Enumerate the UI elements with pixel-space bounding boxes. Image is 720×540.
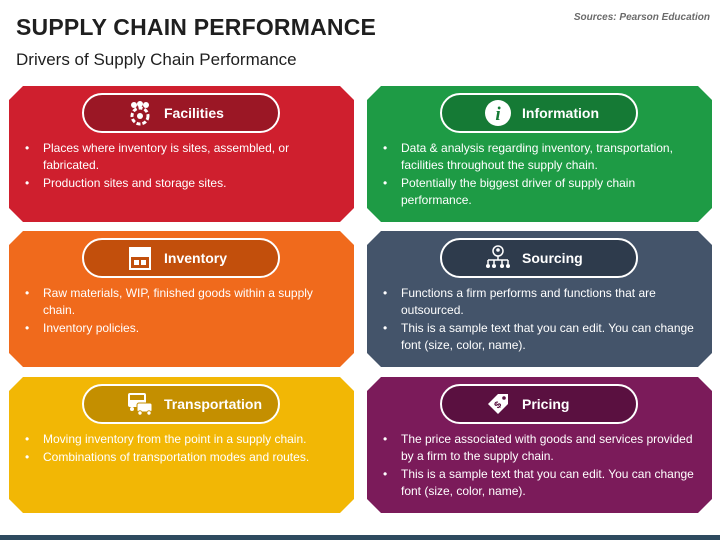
bullet-list: Places where inventory is sites, assembl… [19, 140, 341, 193]
bullet-list: Data & analysis regarding inventory, tra… [377, 140, 699, 210]
list-item: This is a sample text that you can edit.… [377, 466, 699, 500]
pill-label: Information [522, 105, 599, 121]
list-item: Data & analysis regarding inventory, tra… [377, 140, 699, 174]
list-item: Production sites and storage sites. [19, 175, 341, 192]
list-item: Places where inventory is sites, assembl… [19, 140, 341, 174]
storefront-icon [126, 244, 154, 272]
list-item: Inventory policies. [19, 320, 341, 337]
bottom-bar [0, 535, 720, 540]
pill-label: Inventory [164, 250, 228, 266]
bullet-list: Moving inventory from the point in a sup… [19, 431, 341, 467]
card-pricing: $ Pricing The price associated with good… [367, 377, 712, 513]
list-item: Moving inventory from the point in a sup… [19, 431, 341, 448]
list-item: Potentially the biggest driver of supply… [377, 175, 699, 209]
card-information: i Information Data & analysis regarding … [367, 86, 712, 222]
card-facilities: Facilities Places where inventory is sit… [9, 86, 354, 222]
pill-label: Transportation [164, 396, 263, 412]
pill-facilities: Facilities [82, 93, 280, 133]
org-chart-icon [484, 244, 512, 272]
bullet-list: Raw materials, WIP, finished goods withi… [19, 285, 341, 338]
list-item: Functions a firm performs and functions … [377, 285, 699, 319]
card-sourcing: Sourcing Functions a firm performs and f… [367, 231, 712, 367]
vehicles-icon [126, 390, 154, 418]
gear-people-icon [126, 99, 154, 127]
svg-text:i: i [495, 104, 501, 125]
bullet-list: Functions a firm performs and functions … [377, 285, 699, 355]
list-item: The price associated with goods and serv… [377, 431, 699, 465]
info-icon: i [484, 99, 512, 127]
card-inventory: Inventory Raw materials, WIP, finished g… [9, 231, 354, 367]
list-item: Raw materials, WIP, finished goods withi… [19, 285, 341, 319]
bullet-list: The price associated with goods and serv… [377, 431, 699, 501]
price-tag-icon: $ [484, 390, 512, 418]
page-title: SUPPLY CHAIN PERFORMANCE [16, 14, 377, 40]
list-item: Combinations of transportation modes and… [19, 449, 341, 466]
source-note: Sources: Pearson Education [573, 12, 710, 23]
pill-label: Sourcing [522, 250, 583, 266]
pill-pricing: $ Pricing [440, 384, 638, 424]
pill-information: i Information [440, 93, 638, 133]
pill-label: Pricing [522, 396, 570, 412]
pill-label: Facilities [164, 105, 224, 121]
page-subtitle: Drivers of Supply Chain Performance [16, 50, 297, 69]
pill-inventory: Inventory [82, 238, 280, 278]
pill-transportation: Transportation [82, 384, 280, 424]
pill-sourcing: Sourcing [440, 238, 638, 278]
card-transportation: Transportation Moving inventory from the… [9, 377, 354, 513]
list-item: This is a sample text that you can edit.… [377, 320, 699, 354]
